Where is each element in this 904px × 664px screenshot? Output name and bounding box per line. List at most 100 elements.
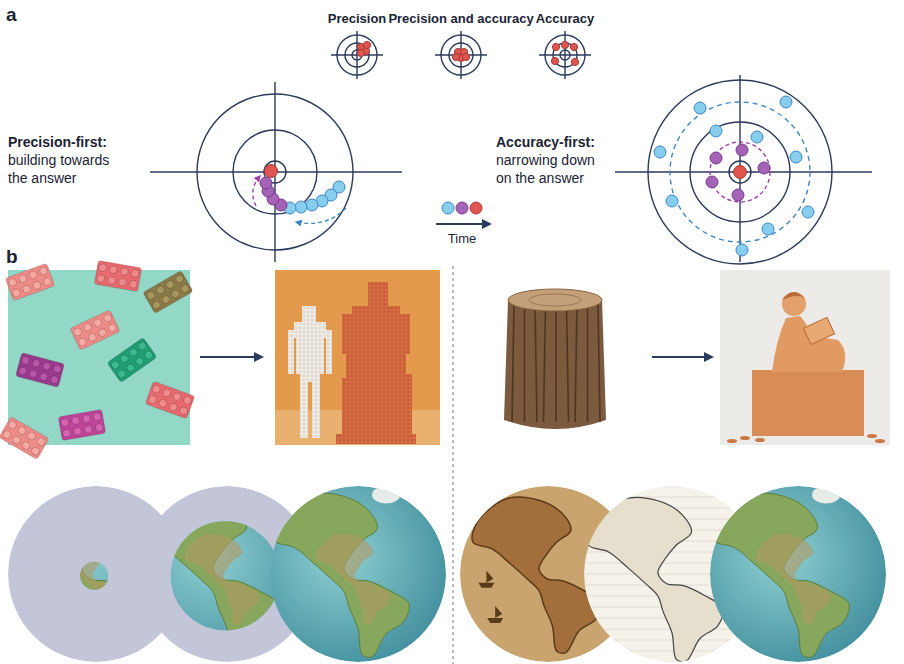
land	[110, 486, 138, 504]
grid-line	[584, 486, 760, 487]
brick-stud	[82, 414, 91, 423]
brick-stud	[98, 263, 107, 272]
data-dot	[654, 146, 666, 158]
brick-body	[143, 271, 193, 314]
brick-stud	[17, 425, 27, 435]
brick-body	[16, 353, 65, 388]
brick-stud	[50, 375, 59, 384]
data-dot	[552, 43, 559, 50]
lego-brick	[0, 417, 49, 460]
data-dot	[470, 202, 482, 214]
brick-stud	[129, 280, 138, 289]
brick-stud	[120, 267, 129, 276]
brick-stud	[42, 361, 51, 370]
photo-ground	[720, 270, 890, 445]
lego-brick	[94, 260, 141, 291]
data-dot	[260, 177, 272, 189]
wood-chip	[727, 439, 737, 443]
highland	[185, 534, 260, 624]
ship	[478, 571, 494, 588]
sculpted-book	[803, 317, 834, 344]
ship	[487, 606, 503, 623]
brick-stud	[62, 429, 71, 438]
target-ring	[449, 43, 473, 67]
bark-line	[544, 304, 546, 422]
brick-stud	[170, 289, 180, 299]
brick-stud	[77, 337, 87, 347]
panel-letter: b	[6, 245, 18, 269]
data-dot	[561, 41, 568, 48]
brick-body	[58, 409, 105, 440]
ocean	[710, 486, 886, 662]
brick-body	[70, 310, 120, 350]
brick-stud	[71, 416, 80, 425]
brick-stud	[119, 353, 130, 364]
brick-stud	[60, 418, 69, 427]
stump-body	[504, 300, 606, 429]
land	[241, 486, 269, 504]
brick-stud	[183, 396, 193, 406]
data-dot	[666, 195, 678, 207]
brick-body	[107, 338, 157, 383]
land	[273, 493, 409, 657]
brick-stud	[172, 392, 182, 402]
transform-arrow	[652, 356, 712, 358]
land	[372, 486, 400, 504]
voxel-figure	[336, 282, 416, 444]
wood-chip	[867, 434, 877, 438]
brick-stud	[84, 425, 93, 434]
data-dot	[551, 57, 558, 64]
highland	[316, 534, 391, 624]
data-dot	[736, 144, 748, 156]
voxel-photo	[275, 270, 440, 445]
data-dot	[265, 165, 278, 178]
data-dot	[295, 201, 307, 213]
brick-stud	[2, 429, 12, 439]
lego-brick	[70, 310, 120, 350]
brick-stud	[174, 274, 184, 284]
brick-stud	[43, 277, 53, 287]
target-ring	[197, 94, 353, 250]
brick-stud	[83, 322, 93, 332]
land	[713, 493, 849, 657]
wood-chip	[755, 438, 765, 442]
grid-line	[584, 662, 760, 663]
grid-line	[584, 651, 760, 652]
target-ring	[337, 35, 377, 75]
highland	[756, 534, 831, 624]
target-ring	[729, 161, 751, 183]
data-dot	[462, 53, 469, 60]
grid-line	[584, 497, 760, 498]
data-dot	[452, 53, 459, 60]
brick-body	[145, 381, 195, 419]
dashed-ring	[670, 102, 810, 242]
brick-stud	[107, 323, 117, 333]
target-heading: Precision	[328, 11, 387, 27]
bark-line	[575, 304, 577, 422]
target-ring	[690, 122, 790, 222]
data-dot	[762, 223, 774, 235]
brick-stud	[93, 318, 103, 328]
target-ring	[441, 35, 481, 75]
brick-stud	[134, 356, 145, 367]
brick-stud	[168, 402, 178, 412]
brick-stud	[87, 332, 97, 342]
strategy-description: narrowing down on the answer	[496, 152, 608, 187]
brick-stud	[110, 360, 121, 371]
target-ring	[560, 50, 570, 60]
brick-stud	[180, 283, 190, 293]
strategy-description: building towards the answer	[8, 152, 126, 187]
lego-brick	[145, 381, 195, 419]
wood-chip	[740, 436, 750, 440]
data-dot	[751, 131, 763, 143]
voxel-figure	[288, 306, 332, 438]
brick-stud	[73, 327, 83, 337]
data-dot	[736, 244, 748, 256]
crosshair-line	[564, 31, 565, 79]
brick-stud	[125, 362, 136, 373]
brick-stud	[8, 278, 18, 288]
highland	[54, 534, 129, 624]
